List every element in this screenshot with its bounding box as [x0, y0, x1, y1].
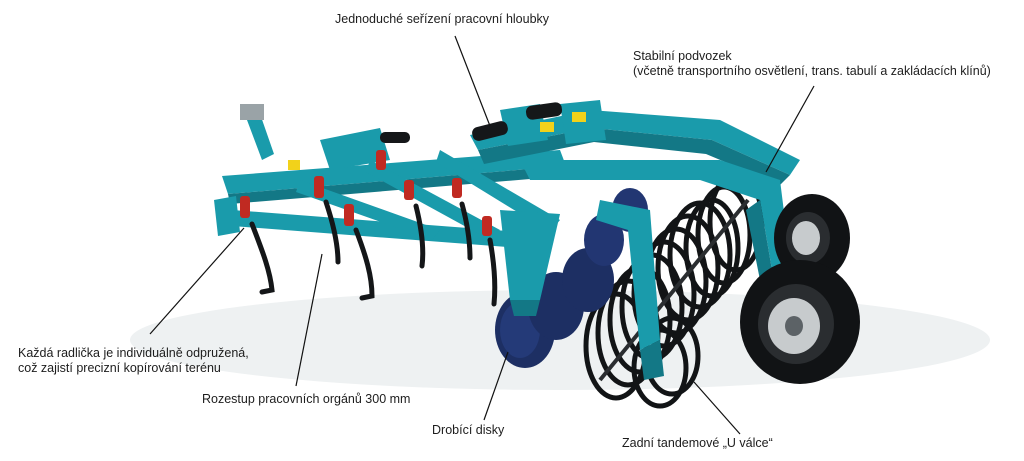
leader-tine — [149, 227, 245, 335]
callout-spacing: Rozestup pracovních orgánů 300 mm — [202, 392, 410, 407]
callout-tine-line1: Každá radlička je individuálně odpružená… — [18, 346, 249, 360]
callout-roller-line1: Zadní tandemové „U válce“ — [622, 436, 773, 450]
leader-chassis — [765, 85, 815, 173]
callout-spacing-line1: Rozestup pracovních orgánů 300 mm — [202, 392, 411, 406]
leader-roller — [693, 381, 741, 435]
spring-tines — [240, 150, 498, 307]
transport-wheels — [740, 194, 860, 384]
callout-discs-line1: Drobící disky — [432, 423, 505, 437]
crumbling-discs — [495, 188, 648, 368]
callout-chassis-line1: Stabilní podvozek — [633, 49, 732, 63]
callout-chassis-line2: (včetně transportního osvětlení, trans. … — [633, 64, 991, 78]
callout-discs: Drobící disky — [432, 423, 504, 438]
callout-chassis: Stabilní podvozek (včetně transportního … — [633, 49, 991, 79]
leader-spacing — [295, 253, 323, 387]
hydraulic-cylinders — [288, 102, 586, 170]
callout-depth: Jednoduché seřízení pracovní hloubky — [335, 12, 549, 27]
callout-depth-line1: Jednoduché seřízení pracovní hloubky — [335, 12, 550, 26]
leader-discs — [483, 351, 509, 421]
callout-tine: Každá radlička je individuálně odpružená… — [18, 346, 249, 376]
callout-tine-line2: což zajistí precizní kopírování terénu — [18, 361, 221, 375]
leader-lines — [149, 35, 815, 435]
callout-roller: Zadní tandemové „U válce“ — [622, 436, 773, 451]
leader-depth — [454, 35, 491, 127]
